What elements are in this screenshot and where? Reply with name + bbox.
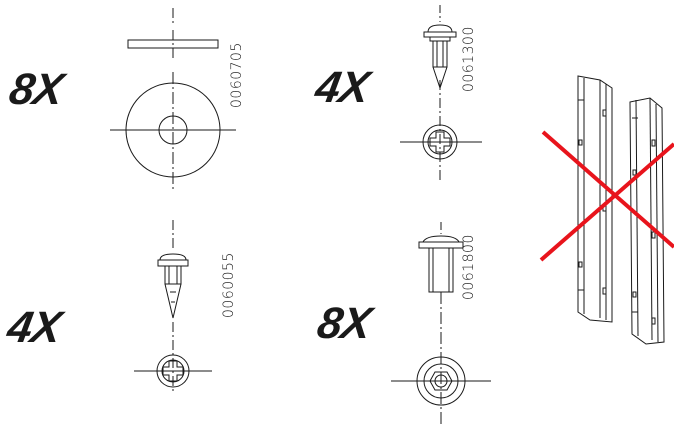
quantity-label: 4X (311, 63, 373, 112)
cross-out-mark (541, 132, 674, 260)
part-number: 0060705 (229, 42, 245, 108)
quantity-label: 8X (5, 65, 67, 114)
part-number: 0060055 (221, 252, 237, 318)
quantity-label: 8X (313, 299, 375, 348)
flanged-hex-socket-screw-icon (391, 222, 491, 425)
vertical-rails-crossed-out-icon (578, 76, 664, 344)
phillips-pan-head-wood-screw-icon (134, 220, 212, 392)
flat-washer-icon (110, 8, 236, 190)
part-number: 0061800 (461, 234, 477, 300)
part-number: 0061300 (461, 26, 477, 92)
phillips-pan-head-pointed-screw-icon (400, 5, 482, 180)
quantity-label: 4X (3, 303, 65, 352)
